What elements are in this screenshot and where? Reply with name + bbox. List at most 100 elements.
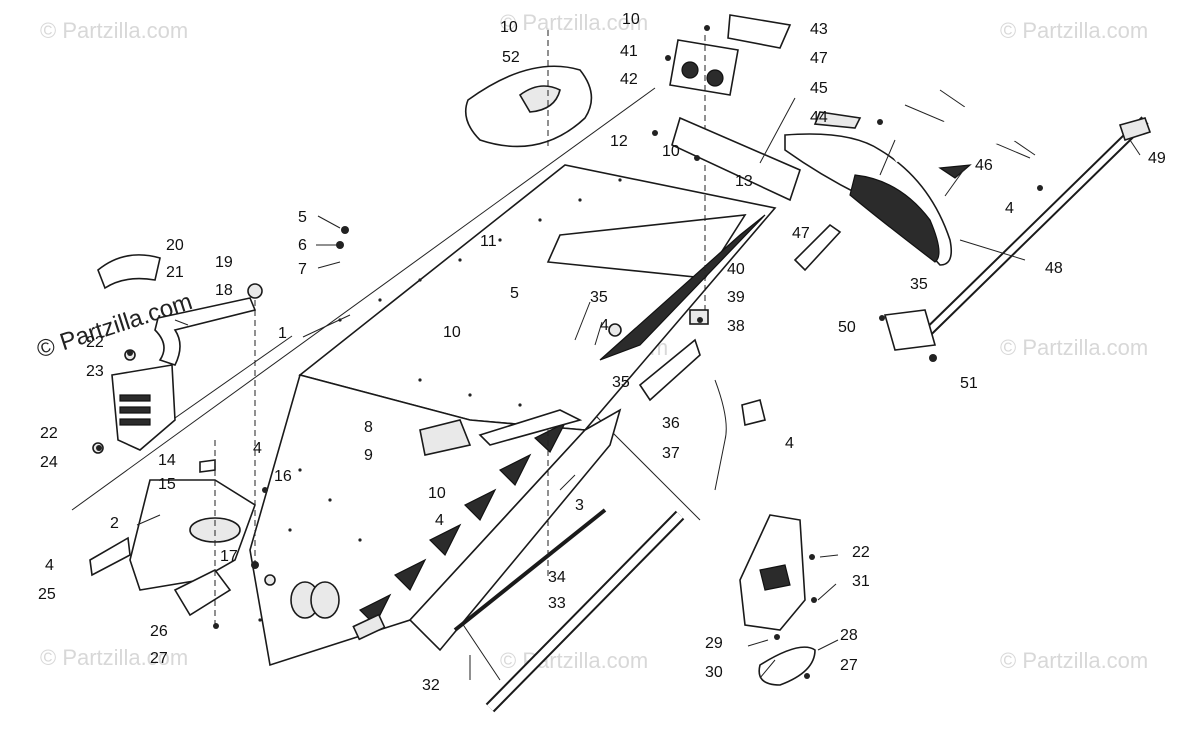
callout-label: 50 xyxy=(838,319,856,336)
part-25-bracket xyxy=(89,536,131,577)
callout-label: 4 xyxy=(1005,200,1014,217)
callout-label: 18 xyxy=(215,282,233,299)
callout-label: 4 xyxy=(600,317,609,334)
callout-label: 34 xyxy=(548,569,566,586)
callout-label: 22 xyxy=(852,544,870,561)
callout-label: 8 xyxy=(364,419,373,436)
flap-strip xyxy=(793,223,842,272)
callout-label: 23 xyxy=(86,363,104,380)
callout-label: 38 xyxy=(727,318,745,335)
part-36-bracket xyxy=(638,338,701,402)
bumper-end-bracket xyxy=(883,309,937,351)
bottom-parts xyxy=(453,430,685,713)
callout-label: 32 xyxy=(422,677,440,694)
callout-label: 47 xyxy=(810,50,828,67)
callout-label: 22 xyxy=(40,425,58,442)
rear-mount-bracket xyxy=(669,39,739,96)
tunnel-hole xyxy=(310,581,340,619)
callout-label: 2 xyxy=(110,515,119,532)
callout-label: 41 xyxy=(620,43,638,60)
callout-label: 5 xyxy=(510,285,519,302)
part-38-nut xyxy=(689,309,709,325)
callout-label: 6 xyxy=(298,237,307,254)
callout-label: 37 xyxy=(662,445,680,462)
watermark-text: © Partzilla.com xyxy=(1000,335,1148,360)
callout-label: 49 xyxy=(1148,150,1166,167)
callout-label: 7 xyxy=(298,261,307,278)
callout-label: 31 xyxy=(852,573,870,590)
snowflap xyxy=(849,174,940,263)
watermark-text: © Partzilla.com xyxy=(500,10,648,35)
callout-label: 39 xyxy=(727,289,745,306)
callout-label: 13 xyxy=(735,173,753,190)
part-18-handle xyxy=(154,297,257,366)
part-34-rail xyxy=(453,508,607,632)
snowflap-group xyxy=(784,111,972,272)
watermark-text: © Partzilla.com xyxy=(1000,18,1148,43)
callout-label: 4 xyxy=(45,557,54,574)
part-33-rod xyxy=(487,512,683,711)
left-parts xyxy=(89,254,263,625)
bumper-decal xyxy=(1118,117,1152,142)
tunnel-assembly xyxy=(249,164,777,667)
part-26-pad xyxy=(173,568,232,617)
rail-plate xyxy=(671,116,801,202)
callout-label: 40 xyxy=(727,261,745,278)
right-parts xyxy=(608,309,816,686)
callout-label: 21 xyxy=(166,264,184,281)
callout-label: 12 xyxy=(610,133,628,150)
callout-label: 42 xyxy=(620,71,638,88)
part-14-clip xyxy=(199,459,216,473)
callout-label: 29 xyxy=(705,635,723,652)
rail-plate-shape xyxy=(671,116,801,202)
callout-label: 3 xyxy=(575,497,584,514)
callout-label: 1 xyxy=(278,325,287,342)
rear-bumper-group xyxy=(883,38,1164,351)
tunnel-front-wall xyxy=(408,408,622,652)
watermark-text: © Partzilla.com xyxy=(1000,648,1148,673)
callout-label: 28 xyxy=(840,627,858,644)
fastener-glyphs xyxy=(96,25,1043,679)
tunnel-decal xyxy=(599,214,766,361)
callout-label: 10 xyxy=(428,485,446,502)
rear-bracket-group xyxy=(669,14,792,320)
callout-label: 17 xyxy=(220,548,238,565)
side-bracket xyxy=(419,419,472,456)
callout-label: 10 xyxy=(500,19,518,36)
callout-label: 27 xyxy=(840,657,858,674)
rear-bracket xyxy=(478,409,583,446)
flap-tab xyxy=(938,164,972,179)
callout-label: 19 xyxy=(215,254,233,271)
leader-lines xyxy=(136,97,1141,680)
callout-label: 10 xyxy=(443,324,461,341)
callout-label: 24 xyxy=(40,454,58,471)
callout-label: 47 xyxy=(792,225,810,242)
tunnel-top-deck xyxy=(298,164,777,431)
callout-label: 10 xyxy=(662,143,680,160)
watermark-text: © Partzilla.com xyxy=(40,645,188,670)
part-19-fastener xyxy=(247,283,263,299)
callout-label: 44 xyxy=(810,109,828,126)
storage-bag xyxy=(464,30,593,150)
part-37-cable xyxy=(714,379,727,491)
part-28-pad xyxy=(758,646,816,686)
callout-label: 35 xyxy=(612,374,630,391)
callout-label: 25 xyxy=(38,586,56,603)
callout-label: 27 xyxy=(150,650,168,667)
callout-label: 5 xyxy=(298,209,307,226)
flap-decal xyxy=(813,111,862,129)
part-37-clamp xyxy=(741,399,766,426)
callout-label: 4 xyxy=(253,440,262,457)
tunnel-cutouts xyxy=(358,421,567,627)
callout-label: 9 xyxy=(364,447,373,464)
callout-label: 4 xyxy=(435,512,444,529)
part-20 xyxy=(97,254,161,290)
callout-label: 11 xyxy=(480,233,497,250)
callout-label: 33 xyxy=(548,595,566,612)
callout-label: 10 xyxy=(622,11,640,28)
callout-label: 22 xyxy=(86,334,104,351)
callout-label: 4 xyxy=(785,435,794,452)
callout-label: 16 xyxy=(274,468,292,485)
callout-label: 30 xyxy=(705,664,723,681)
